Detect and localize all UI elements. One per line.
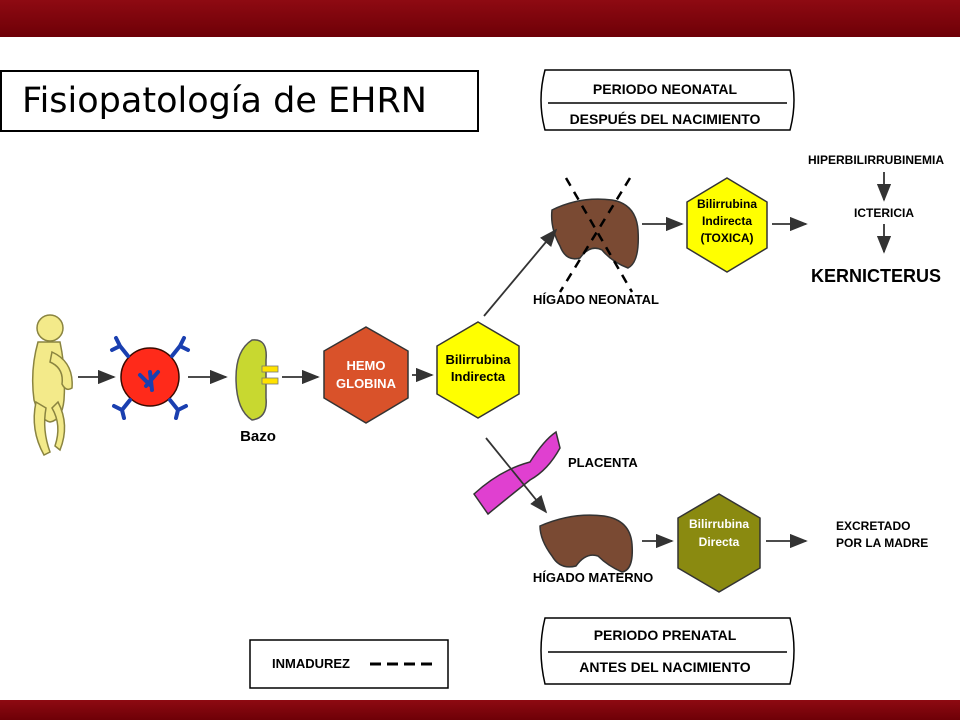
hyperbilirubinemia-label: HIPERBILIRRUBINEMIA bbox=[808, 153, 944, 167]
liver-maternal-label: HÍGADO MATERNO bbox=[533, 570, 653, 585]
slide-title-box: Fisiopatología de EHRN bbox=[0, 70, 479, 132]
bilirubin-toxic-node: Bilirrubina Indirecta (TOXICA) bbox=[686, 177, 768, 273]
hemoglobin-node: HEMO GLOBINA bbox=[323, 326, 409, 424]
slide-title: Fisiopatología de EHRN bbox=[22, 81, 427, 121]
liver-maternal-icon bbox=[539, 514, 634, 573]
placenta-icon bbox=[473, 430, 561, 516]
bilirubin-indirect-line2: Indirecta bbox=[451, 369, 506, 384]
legend-box: INMADUREZ bbox=[249, 639, 449, 689]
bilirubin-direct-line1: Bilirrubina bbox=[689, 517, 749, 531]
excreted-line1: EXCRETADO bbox=[836, 519, 910, 533]
period-neonatal-line1: PERIODO NEONATAL bbox=[593, 81, 738, 97]
bilirubin-toxic-line2: Indirecta bbox=[702, 214, 752, 228]
bilirubin-direct-line2: Directa bbox=[699, 535, 740, 549]
bilirubin-direct-node: Bilirrubina Directa bbox=[677, 493, 761, 593]
bilirubin-indirect-line1: Bilirrubina bbox=[445, 352, 511, 367]
bilirubin-indirect-node: Bilirrubina Indirecta bbox=[436, 321, 520, 419]
period-neonatal-line2: DESPUÉS DEL NACIMIENTO bbox=[570, 111, 761, 127]
bilirubin-toxic-line1: Bilirrubina bbox=[697, 197, 757, 211]
legend-label: INMADUREZ bbox=[272, 656, 350, 671]
liver-neonatal-icon bbox=[550, 177, 640, 293]
liver-neonatal-label: HÍGADO NEONATAL bbox=[533, 292, 659, 307]
spleen-label: Bazo bbox=[240, 428, 276, 445]
jaundice-label: ICTERICIA bbox=[854, 206, 914, 220]
period-prenatal-line1: PERIODO PRENATAL bbox=[594, 627, 737, 643]
fetus-icon bbox=[31, 314, 73, 456]
bilirubin-toxic-line3: (TOXICA) bbox=[700, 231, 753, 245]
bottom-bar bbox=[0, 700, 960, 720]
excreted-line2: POR LA MADRE bbox=[836, 536, 928, 550]
spleen-icon bbox=[235, 339, 279, 421]
red-blood-cell-icon bbox=[110, 336, 190, 420]
period-prenatal-box: PERIODO PRENATAL ANTES DEL NACIMIENTO bbox=[540, 617, 795, 685]
flow-arrows bbox=[78, 172, 892, 549]
period-prenatal-line2: ANTES DEL NACIMIENTO bbox=[579, 659, 750, 675]
placenta-label: PLACENTA bbox=[568, 455, 638, 470]
hemoglobin-line2: GLOBINA bbox=[336, 376, 397, 391]
period-neonatal-box: PERIODO NEONATAL DESPUÉS DEL NACIMIENTO bbox=[540, 69, 795, 131]
hemoglobin-line1: HEMO bbox=[347, 358, 386, 373]
top-bar bbox=[0, 0, 960, 37]
kernicterus-label: KERNICTERUS bbox=[811, 266, 941, 286]
